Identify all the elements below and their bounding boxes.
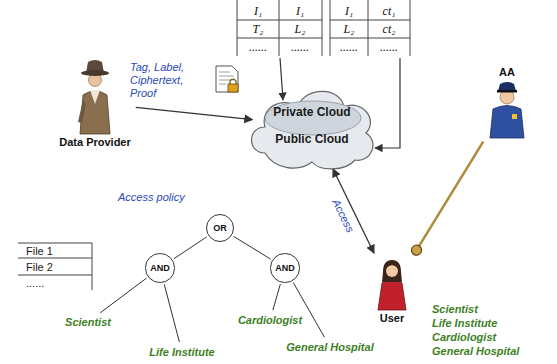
cloud-outline	[251, 91, 372, 169]
tag-table	[237, 38, 322, 39]
gate-circle: OR	[206, 214, 234, 242]
connector	[234, 236, 271, 259]
attribute-item: Cardiologist	[432, 330, 496, 344]
cloud-shape: Private CloudPublic Cloud	[245, 81, 380, 171]
attribute-item: General Hospital	[432, 344, 519, 358]
data-provider-figure	[81, 70, 109, 76]
document-icon	[228, 84, 238, 92]
gate-circle: AND	[145, 253, 175, 283]
document-icon	[216, 66, 238, 92]
gate-circle: AND	[270, 253, 300, 283]
files-table	[18, 258, 92, 259]
actor-figure: Data Provider	[56, 57, 134, 149]
node-text: User	[380, 312, 404, 325]
table-cell: ......	[26, 276, 44, 290]
authority-figure	[512, 114, 517, 119]
ciphertext-table	[330, 0, 410, 56]
table-arrows	[375, 58, 400, 148]
node-text: Public Cloud	[275, 133, 348, 146]
ciphertext-table	[330, 0, 331, 56]
connector	[164, 284, 179, 342]
node-text: Cardiologist	[238, 314, 302, 327]
document-icon	[216, 66, 238, 92]
user-figure	[378, 280, 406, 310]
authority-figure	[498, 82, 516, 91]
table-cell: ct₁	[383, 4, 396, 18]
connector	[100, 278, 146, 313]
table-cell: I₁	[345, 4, 353, 18]
table-cell: L₂	[295, 22, 306, 36]
tag-table	[237, 0, 238, 56]
connector-label: Access	[329, 197, 356, 235]
tag-table	[237, 0, 322, 56]
ciphertext-table	[330, 38, 410, 39]
authority-figure	[490, 106, 524, 139]
attribute-leaf: General Hospital	[283, 339, 376, 355]
node-text: Data Provider	[59, 136, 131, 149]
attribute-item: Scientist	[432, 302, 478, 316]
table-cell: ct₂	[383, 22, 396, 36]
data-provider-figure	[78, 100, 86, 123]
node-text: OR	[213, 222, 227, 235]
node-text: Private Cloud	[273, 106, 350, 119]
table-cell: ......	[340, 40, 358, 54]
node-text: General Hospital	[286, 341, 373, 354]
data-provider-figure	[78, 60, 110, 134]
files-table	[92, 243, 93, 290]
table-cell: File 2	[26, 260, 53, 274]
connector	[174, 237, 207, 259]
table-arrows	[280, 58, 283, 100]
table-cell: ......	[291, 40, 309, 54]
files-table	[18, 243, 92, 290]
table-cell: I₁	[296, 4, 304, 18]
tag-table	[237, 20, 322, 21]
table-cell: T₂	[253, 22, 264, 36]
user-figure	[386, 265, 398, 277]
node-text: Scientist	[65, 316, 111, 329]
authority-figure	[497, 90, 517, 93]
tag-table	[322, 0, 323, 56]
connector	[136, 107, 253, 119]
ciphertext-table	[330, 20, 410, 21]
table-cell: ......	[380, 40, 398, 54]
connector	[293, 283, 324, 338]
data-provider-figure	[80, 91, 110, 134]
attribute-leaf: Scientist	[62, 314, 114, 330]
private-region	[265, 101, 361, 135]
key-connector	[415, 142, 484, 254]
node-text: AND	[275, 262, 295, 275]
user-figure	[382, 260, 402, 282]
connector-label: Tag, Label, Ciphertext, Proof	[130, 61, 196, 100]
node-text: Life Institute	[149, 346, 214, 359]
data-provider-figure	[90, 90, 100, 104]
ciphertext-table	[368, 0, 369, 56]
actor-figure: AA	[479, 66, 535, 140]
attribute-leaf: Cardiologist	[235, 312, 305, 328]
node-text: AND	[150, 262, 170, 275]
policy-caption: Access policy	[118, 190, 185, 204]
user-figure	[378, 260, 406, 310]
files-table	[18, 243, 92, 244]
authority-figure	[490, 82, 524, 138]
node-text: AA	[499, 66, 515, 79]
user-figure	[386, 262, 398, 269]
tag-table	[279, 0, 280, 56]
attribute-leaf: Life Institute	[146, 344, 217, 360]
attribute-item: Life Institute	[432, 316, 497, 330]
files-table	[18, 275, 92, 276]
document-icon	[219, 72, 234, 84]
document-icon	[230, 79, 236, 84]
table-cell: ......	[249, 40, 267, 54]
ciphertext-table	[410, 0, 411, 56]
table-cell: File 1	[26, 244, 53, 258]
table-cell: L₂	[344, 22, 355, 36]
cloud-outline	[245, 81, 380, 171]
actor-figure: User	[367, 255, 417, 325]
table-cell: I₁	[254, 4, 262, 18]
connector	[273, 284, 280, 310]
